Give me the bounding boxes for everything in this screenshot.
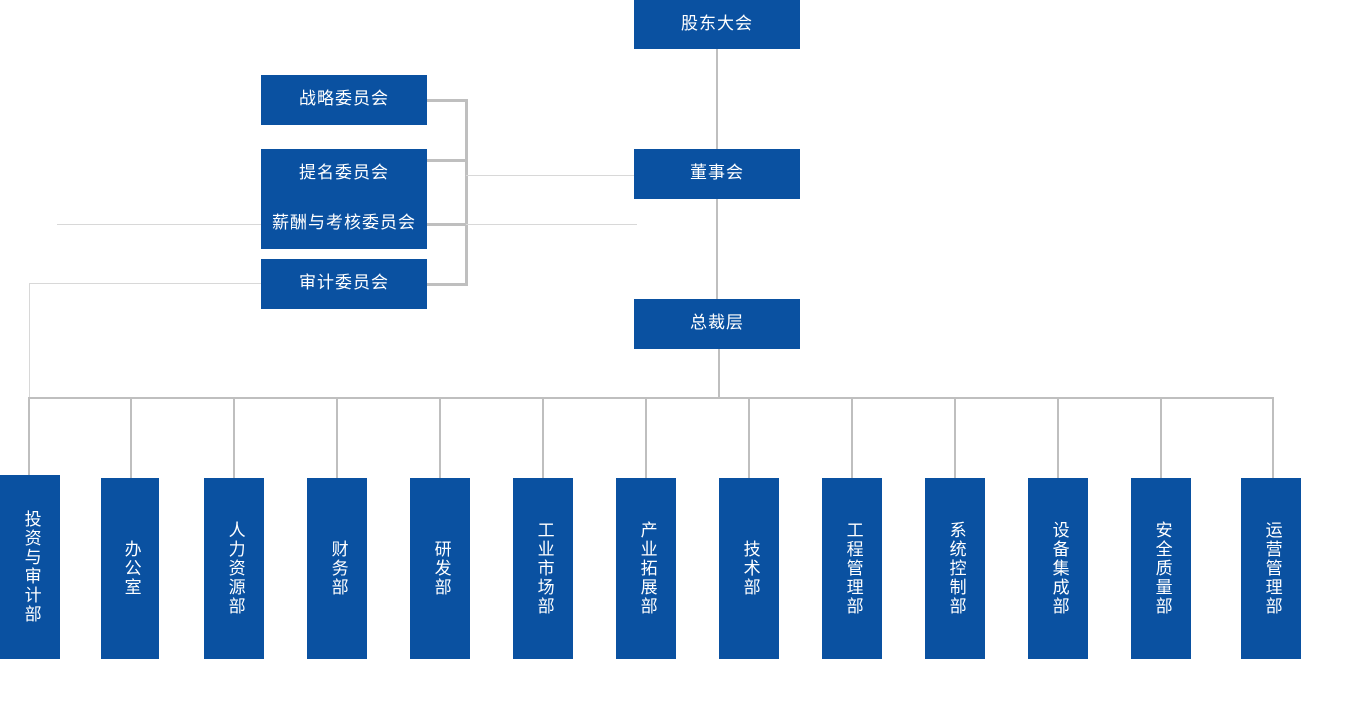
node-committee-nomination[interactable]: 提名委员会 — [261, 149, 427, 199]
node-committee-audit[interactable]: 审计委员会 — [261, 259, 427, 309]
connector-audit-down-run — [29, 283, 30, 399]
node-department-investment-audit[interactable]: 投资与审计部 — [0, 475, 60, 659]
node-department-system-control[interactable]: 系统控制部 — [925, 478, 985, 659]
node-board-of-directors[interactable]: 董事会 — [634, 149, 800, 199]
connector-committee-stub-2 — [420, 159, 468, 162]
node-department-equipment-integration[interactable]: 设备集成部 — [1028, 478, 1088, 659]
node-department-office[interactable]: 办公室 — [101, 478, 159, 659]
node-department-industrial-market[interactable]: 工业市场部 — [513, 478, 573, 659]
node-shareholders-meeting[interactable]: 股东大会 — [634, 0, 800, 49]
connector-drop-1 — [28, 397, 30, 478]
connector-president-to-bus — [718, 349, 720, 399]
connector-department-bus — [29, 397, 1274, 399]
connector-committee-stub-4 — [420, 283, 468, 286]
connector-drop-11 — [1057, 397, 1059, 478]
connector-committees-to-board — [466, 175, 636, 176]
node-department-operations-management[interactable]: 运营管理部 — [1241, 478, 1301, 659]
connector-board-to-president — [716, 199, 718, 299]
node-department-safety-quality[interactable]: 安全质量部 — [1131, 478, 1191, 659]
node-department-research-development[interactable]: 研发部 — [410, 478, 470, 659]
connector-compensation-right-run — [466, 224, 637, 225]
node-department-human-resources[interactable]: 人力资源部 — [204, 478, 264, 659]
connector-drop-10 — [954, 397, 956, 478]
node-department-industry-expansion[interactable]: 产业拓展部 — [616, 478, 676, 659]
node-department-finance[interactable]: 财务部 — [307, 478, 367, 659]
node-committee-strategy[interactable]: 战略委员会 — [261, 75, 427, 125]
node-committee-compensation[interactable]: 薪酬与考核委员会 — [261, 199, 427, 249]
connector-compensation-left-run — [57, 224, 262, 225]
node-department-engineering-management[interactable]: 工程管理部 — [822, 478, 882, 659]
connector-drop-3 — [233, 397, 235, 478]
connector-drop-4 — [336, 397, 338, 478]
connector-audit-left-run — [29, 283, 262, 284]
connector-drop-8 — [748, 397, 750, 478]
connector-drop-7 — [645, 397, 647, 478]
connector-drop-13 — [1272, 397, 1274, 478]
connector-drop-2 — [130, 397, 132, 478]
connector-drop-9 — [851, 397, 853, 478]
node-president-level[interactable]: 总裁层 — [634, 299, 800, 349]
connector-drop-6 — [542, 397, 544, 478]
node-department-technology[interactable]: 技术部 — [719, 478, 779, 659]
connector-drop-12 — [1160, 397, 1162, 478]
connector-committee-stub-1 — [420, 99, 468, 102]
connector-committee-spine — [465, 99, 468, 286]
connector-drop-5 — [439, 397, 441, 478]
connector-committee-stub-3 — [420, 223, 468, 226]
connector-shareholders-to-board — [716, 49, 718, 149]
